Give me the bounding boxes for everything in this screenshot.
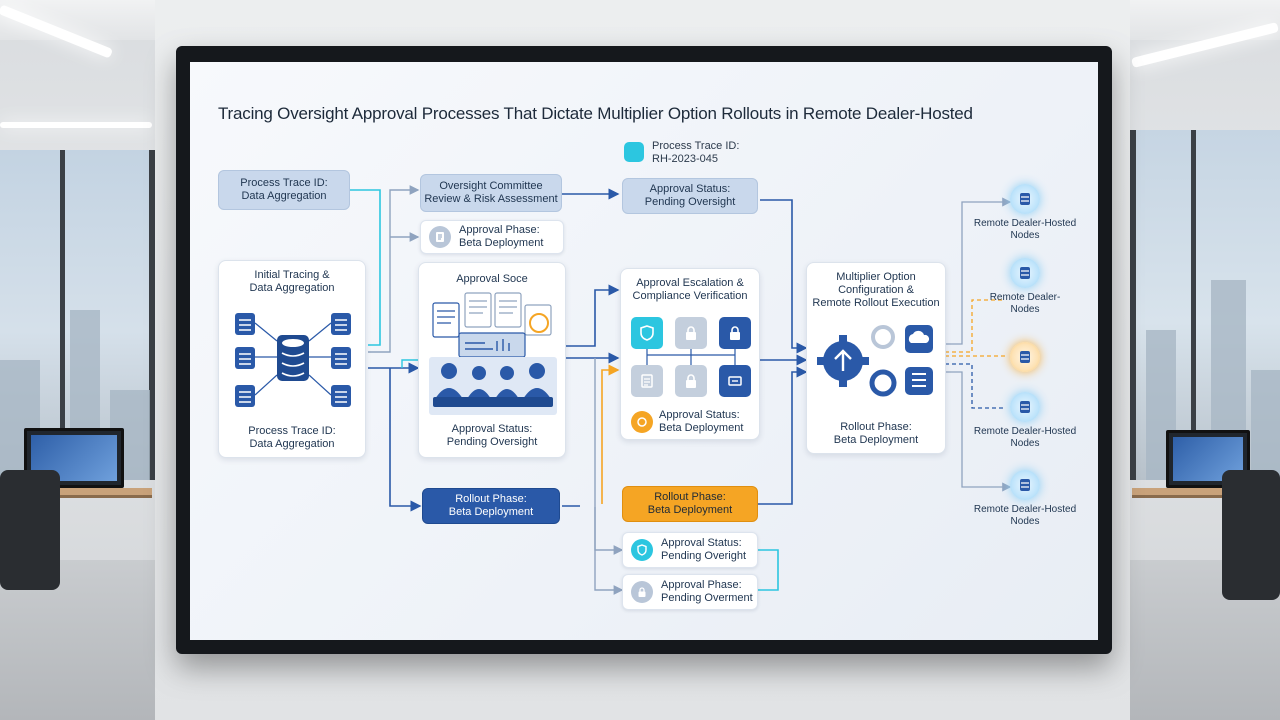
- lock-icon: [719, 317, 751, 349]
- document-icon: [429, 226, 451, 248]
- presentation-screen-icon: [458, 332, 526, 358]
- multiplier-option-card[interactable]: Multiplier Option Configuration & Remote…: [806, 262, 946, 454]
- connectors-col2-col3: [562, 188, 624, 595]
- initial-tracing-card[interactable]: Initial Tracing & Data Aggregation: [218, 260, 366, 458]
- multiplier-option-foot: Rollout Phase:: [840, 421, 912, 433]
- document-stack-icon: [432, 292, 552, 338]
- trace-id-swatch: [624, 142, 644, 162]
- chair-left: [0, 470, 60, 590]
- process-trace-pill[interactable]: Process Trace ID: Data Aggregation: [218, 170, 350, 210]
- trace-id-value: RH-2023-045: [652, 153, 719, 165]
- diagram-title: Tracing Oversight Approval Processes Tha…: [218, 104, 973, 123]
- desk-right: [1132, 488, 1280, 498]
- data-aggregation-graphic: [235, 313, 351, 407]
- database-node-icon: [1010, 392, 1040, 422]
- initial-tracing-foot: Process Trace ID:: [248, 425, 336, 437]
- shield-icon: [631, 317, 663, 349]
- lock-icon: [675, 365, 707, 397]
- approval-escalation-title: Approval Escalation &: [636, 277, 744, 289]
- oversight-committee-pill[interactable]: Oversight Committee Review & Risk Assess…: [420, 174, 562, 212]
- badge-icon: [631, 411, 653, 433]
- approval-phase-pill[interactable]: Approval Phase: Beta Deployment: [420, 220, 564, 254]
- gear-small-icon: [869, 325, 897, 397]
- connectors-col1-col2: [350, 185, 422, 512]
- window-right: [1130, 130, 1280, 480]
- committee-meeting-graphic: [429, 292, 557, 415]
- approval-phase-lock-pill[interactable]: Approval Phase: Pending Overment: [622, 574, 758, 610]
- approval-source-title: Approval Soce: [456, 273, 528, 285]
- approval-status-pill[interactable]: Approval Status: Pending Oversight: [622, 178, 758, 214]
- approval-source-foot: Approval Status:: [451, 423, 533, 435]
- diagram-screen: Tracing Oversight Approval Processes Tha…: [190, 62, 1098, 640]
- escalation-status: Approval Status: Beta Deployment: [631, 409, 743, 435]
- trace-id-legend: Process Trace ID: RH-2023-045: [624, 140, 739, 166]
- initial-tracing-title: Initial Tracing &: [254, 269, 330, 281]
- cloud-upload-icon: [905, 325, 933, 353]
- configuration-graphic: [817, 325, 933, 397]
- monitor-left: [24, 428, 124, 488]
- connectors-col4-nodes: [945, 197, 1012, 492]
- database-icon: [905, 367, 933, 395]
- shield-icon: [631, 539, 653, 561]
- keyboard-icon: [719, 365, 751, 397]
- database-node-icon: [1010, 342, 1040, 372]
- rollout-phase-orange-pill[interactable]: Rollout Phase: Beta Deployment: [622, 486, 758, 522]
- approval-source-card[interactable]: Approval Soce: [418, 262, 566, 458]
- database-node-icon: [1010, 258, 1040, 288]
- trace-id-label: Process Trace ID:: [652, 140, 740, 152]
- database-central-icon: [277, 335, 309, 381]
- gear-large-icon: [817, 335, 869, 387]
- database-node-icon: [1010, 470, 1040, 500]
- chair-right: [1222, 470, 1280, 600]
- flow-connectors: [350, 185, 1012, 595]
- database-node-icon: [1010, 184, 1040, 214]
- ceiling-light: [0, 122, 152, 128]
- lock-icon: [631, 581, 653, 603]
- committee-people-icon: [429, 357, 557, 415]
- desk-left: [0, 488, 152, 498]
- approval-escalation-card[interactable]: Approval Escalation & Compliance Verific…: [620, 268, 760, 440]
- connectors-col3-col4: [758, 199, 808, 591]
- checklist-icon: [631, 365, 663, 397]
- multiplier-option-title: Multiplier Option: [836, 271, 916, 283]
- pending-status-pill[interactable]: Approval Status: Pending Overight: [622, 532, 758, 568]
- lock-icon: [675, 317, 707, 349]
- database-small-icon: [235, 313, 351, 407]
- rollout-phase-pill[interactable]: Rollout Phase: Beta Deployment: [422, 488, 560, 524]
